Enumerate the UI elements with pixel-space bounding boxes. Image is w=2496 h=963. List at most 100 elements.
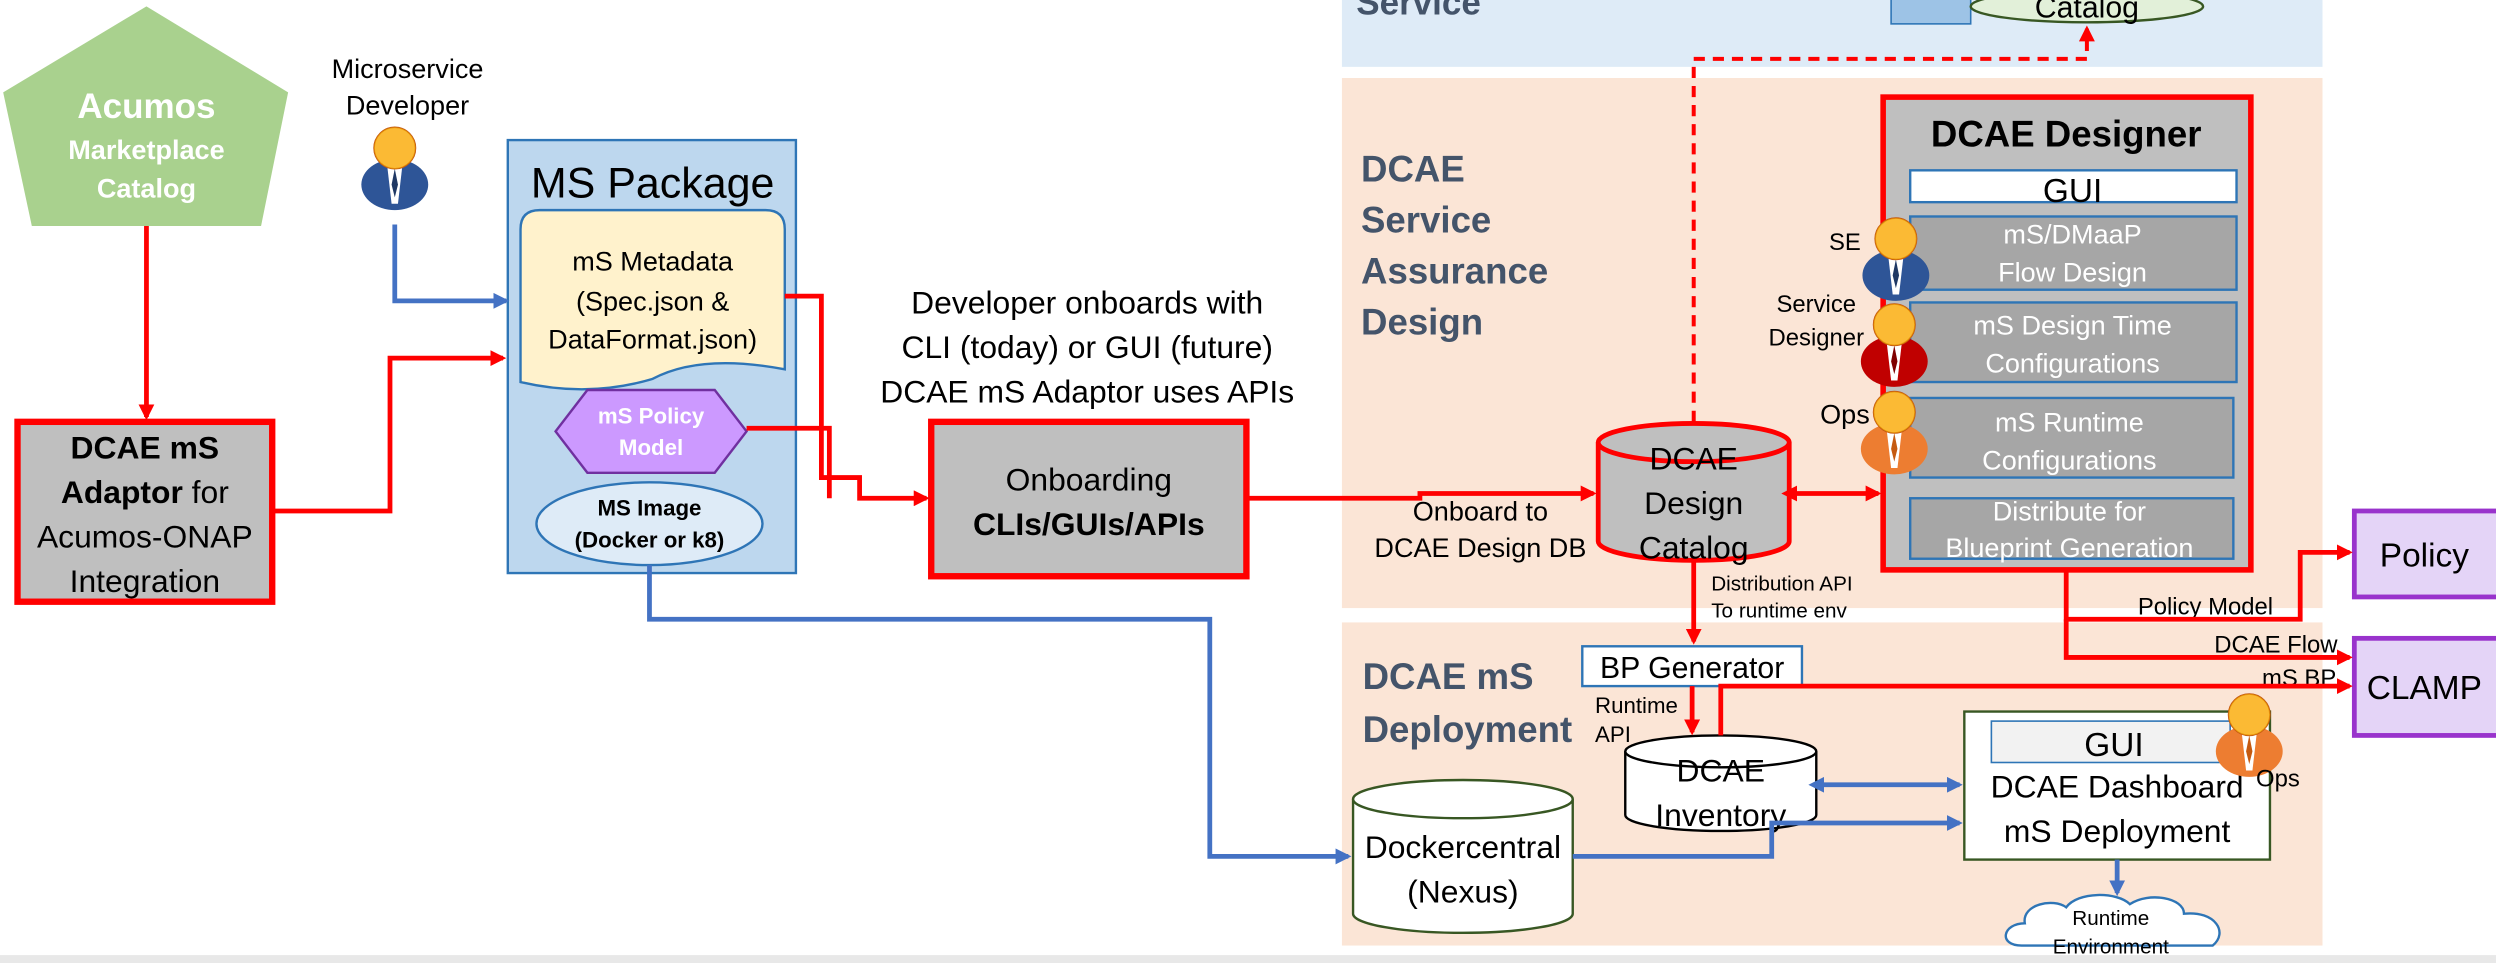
deployment-title-line2: Deployment [1363,709,1573,750]
designer-row1-line1: mS/DMaaP [2003,220,2141,250]
runtime-env-line1: Runtime [2072,907,2149,930]
designer-row-flow-design [1909,215,2238,291]
runtime-api-line2: API [1595,722,1631,747]
dcae-flow-label: DCAE Flow [2214,632,2338,659]
onboarding-note-line3: DCAE mS Adaptor uses APIs [880,374,1294,410]
policy-label: Policy [2380,538,2469,575]
service-title: Service [1356,0,1481,22]
design-catalog-top [1595,421,1792,465]
designer-row-distribute [1909,497,2235,560]
catalog-to-service-dashed-arrow [1691,25,2095,422]
assurance-title-line2: Service [1361,199,1491,240]
dockercentral-to-dashboard-arrow [1572,815,1963,859]
dockercentral-cylinder [1351,799,1574,935]
se-label: SE [1829,229,1861,256]
image-to-dockercentral-arrow [647,565,1352,865]
developer-to-metadata-arrow [392,224,510,309]
service-box [1890,0,1972,25]
dashboard-gui-bar [1990,720,2231,764]
onboarding-note-line2: CLI (today) or GUI (future) [902,329,1273,365]
ms-package-title: MS Package [531,159,775,207]
clamp-label: CLAMP [2367,670,2482,707]
service-catalog-label: Catalog [2035,0,2139,25]
designer-row-runtime [1909,396,2235,479]
distribution-label-line1: Distribution API [1711,573,1852,596]
bp-generator-label: BP Generator [1600,652,1784,685]
acumos-pentagon [3,6,289,227]
dashboard-gui-label: GUI [2084,727,2143,764]
design-catalog-line2: Design [1644,485,1743,521]
ms-policy-model-line2: Model [619,435,683,460]
designer-to-clamp-arrow [2063,619,2353,666]
designer-title: DCAE Designer [1931,113,2202,154]
developer-label-line2: Developer [346,91,469,121]
developer-label-line1: Microservice [332,54,484,84]
designer-gui-label: GUI [2043,173,2102,210]
adaptor-line1: DCAE mS [71,429,220,465]
designer-row2-line2: Configurations [1985,348,2159,378]
designer-row3-line2: Configurations [1982,446,2156,476]
onboarding-note-line1: Developer onboards with [911,285,1263,321]
inventory-line2: Inventory [1655,797,1786,833]
runtime-env-line2: Environment [2053,936,2169,959]
dockercentral-top [1351,778,1574,820]
ms-metadata-line1: mS Metadata [572,247,734,277]
runtime-env-cloud [2004,893,2221,947]
metadata-to-onboarding-arrow [784,293,930,507]
onboarding-box [928,418,1250,580]
acumos-line3: Catalog [97,173,196,203]
dashboard-line1: DCAE Dashboard [1991,769,2244,805]
designer-row2-line1: mS Design Time [1973,310,2171,340]
ms-metadata-line3: DataFormat.json) [548,325,757,355]
assurance-title-line3: Assurance [1361,250,1548,291]
dockercentral-line2: (Nexus) [1407,874,1518,910]
ms-metadata-line2: (Spec.json & [576,286,729,316]
ops-label: Ops [1820,399,1870,429]
ms-policy-model-hexagon [554,388,749,474]
designer-row-design-time [1909,301,2238,384]
onboarding-line1: Onboarding [1006,461,1172,497]
ms-image-line1: MS Image [598,496,702,521]
dashboard-ops-label: Ops [2256,765,2300,792]
design-catalog-line1: DCAE [1649,441,1737,477]
designer-row4-line1: Distribute for [1993,497,2146,527]
design-catalog-line3: Catalog [1639,530,1749,566]
inventory-line1: DCAE [1677,753,1765,789]
policy-model-to-onboarding-arrow [746,425,832,499]
design-catalog-cylinder [1595,442,1792,563]
adaptor-line3: Acumos-ONAP [37,519,253,555]
bp-generator-box [1581,645,1804,688]
inventory-to-clamp-arrow [1718,678,2353,736]
acumos-line2: Marketplace [68,135,224,165]
ms-policy-model-line1: mS Policy [598,403,705,428]
adaptor-line2: Adaptor for [61,474,229,510]
onboard-label-line1: Onboard to [1413,497,1548,527]
developer-person-icon [360,126,429,211]
designer-row4-line2: Blueprint Generation [1945,533,2193,563]
bottom-bar [0,955,2496,963]
designer-to-policy-arrow [2063,544,2353,622]
distribution-label-line2: To runtime env [1711,600,1847,623]
policy-box [2351,508,2496,600]
dockercentral-line1: Dockercentral [1365,829,1561,865]
service-designer-label-line1: Service [1777,291,1857,318]
onboard-label-line2: DCAE Design DB [1374,533,1586,563]
adaptor-box [14,418,276,605]
clamp-box [2351,635,2496,738]
service-designer-label-line2: Designer [1769,324,1865,351]
designer-gui-bar [1909,169,2238,204]
onboarding-to-catalog-arrow [1246,485,1597,502]
adaptor-to-package-arrow [272,350,507,514]
dashboard-line2: mS Deployment [2004,813,2231,849]
runtime-api-line1: Runtime [1595,693,1678,718]
policy-model-label: Policy Model [2138,593,2273,620]
designer-row1-line2: Flow Design [1998,258,2147,288]
designer-row3-line1: mS Runtime [1995,407,2144,437]
adaptor-line4: Integration [70,563,220,599]
onboarding-line2: CLIs/GUIs/APIs [973,506,1205,542]
acumos-title: Acumos [77,87,215,126]
assurance-title-line4: Design [1361,301,1483,342]
ms-image-line2: (Docker or k8) [575,528,725,553]
